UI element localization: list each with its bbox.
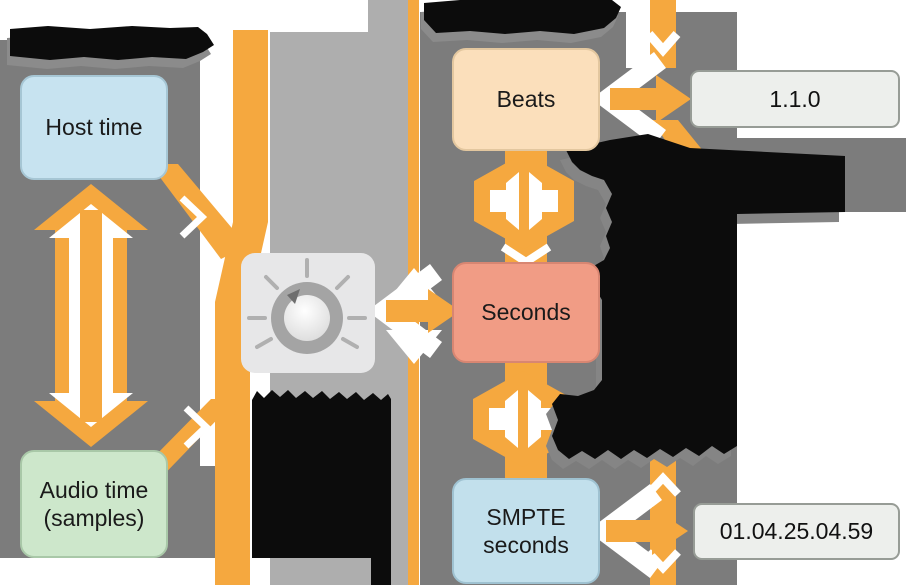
node-label: Host time xyxy=(45,114,143,141)
obscured-label-blob-tempo-offset xyxy=(542,134,845,469)
obscured-label-blob-hardware xyxy=(7,26,214,69)
knob-pointer xyxy=(287,289,300,304)
node-seconds: Seconds xyxy=(452,262,600,363)
node-smpte-seconds: SMPTE seconds xyxy=(452,478,600,584)
node-host-time: Host time xyxy=(20,75,168,180)
speaker-converter-icon xyxy=(474,153,574,249)
smpte-value: 01.04.25.04.59 xyxy=(719,518,874,544)
tempo-knob-icon xyxy=(241,253,375,373)
beats-value-chip: 1.1.0 xyxy=(690,70,900,128)
audio-diagonal-arrow xyxy=(150,399,237,489)
obscured-label-blob-playback xyxy=(252,390,391,585)
node-label: SMPTE seconds xyxy=(483,503,569,558)
node-audio-time: Audio time (samples) xyxy=(20,450,168,558)
beats-value: 1.1.0 xyxy=(769,85,821,112)
node-label: Audio time (samples) xyxy=(39,476,149,531)
beats-value-arrow xyxy=(591,52,691,146)
obscured-label-blob-media xyxy=(421,0,621,43)
node-label: Seconds xyxy=(481,299,571,326)
knob-seconds-arrow xyxy=(367,264,460,364)
host-audio-double-arrow xyxy=(34,184,148,447)
smpte-value-chip: 01.04.25.04.59 xyxy=(693,503,900,560)
node-label: Beats xyxy=(496,86,556,113)
smpte-value-arrow xyxy=(587,484,688,578)
node-beats: Beats xyxy=(452,48,600,151)
